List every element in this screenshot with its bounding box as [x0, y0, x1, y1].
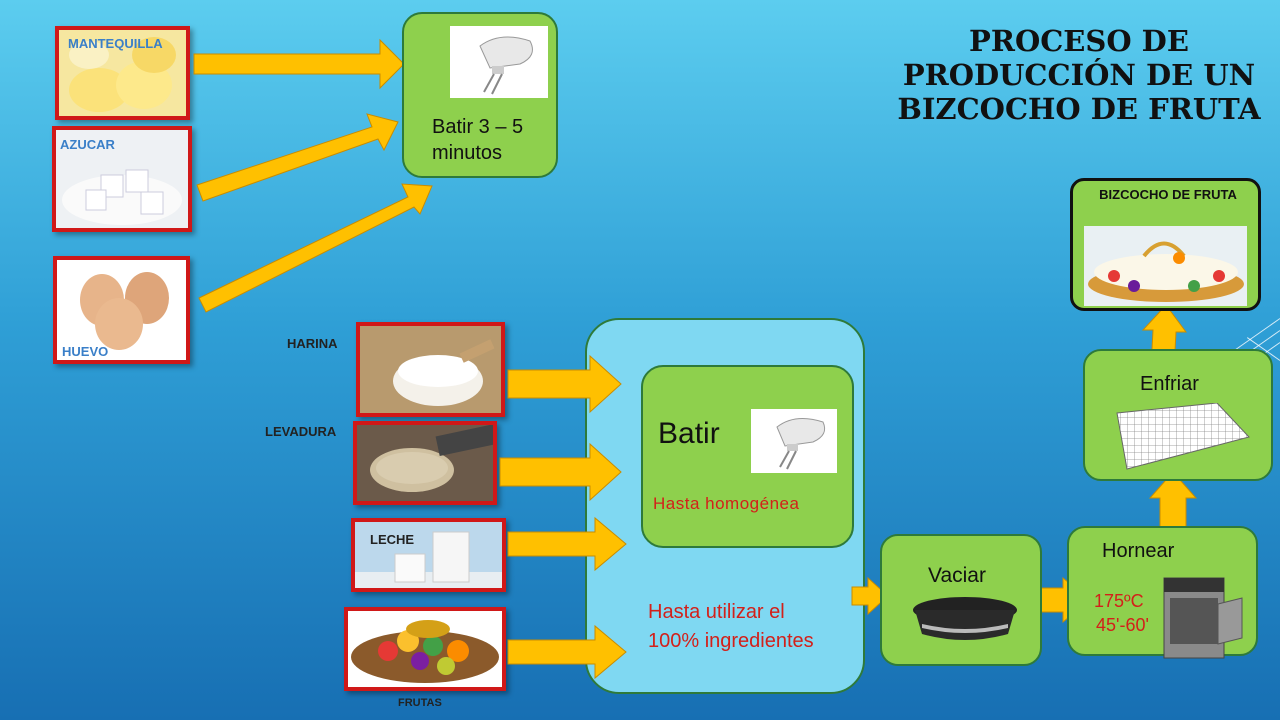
enfriar-box: Enfriar	[1083, 349, 1273, 481]
huevo-image	[53, 256, 190, 364]
cooling-rack-icon	[1116, 403, 1250, 470]
levadura-image	[353, 421, 497, 505]
vaciar-box: Vaciar	[880, 534, 1042, 666]
vaciar-text: Vaciar	[928, 564, 986, 587]
enfriar-text: Enfriar	[1140, 373, 1199, 395]
cake-image	[1084, 226, 1247, 306]
frutas-label: FRUTAS	[398, 697, 442, 709]
batir-first-box: Batir 3 – 5 minutos	[402, 12, 558, 178]
mixer-image	[450, 26, 548, 98]
fruits-icon	[348, 611, 502, 687]
mixer-image-2	[751, 409, 837, 473]
azucar-label: AZUCAR	[60, 137, 115, 152]
leche-label: LECHE	[370, 532, 415, 547]
hornear-time: 45'-60'	[1096, 615, 1149, 635]
milk-icon	[355, 522, 502, 588]
pan-icon	[913, 597, 1017, 640]
batir-second-title: Batir	[658, 417, 720, 450]
mantequilla-label: MANTEQUILLA	[68, 36, 163, 51]
egg-icon	[57, 260, 186, 360]
butter-icon	[59, 30, 186, 116]
sugar-icon	[56, 130, 188, 228]
batir-first-text: Batir 3 – 5 minutos	[432, 116, 524, 164]
mixer-icon	[479, 36, 533, 95]
page-title: PROCESO DE PRODUCCIÓN DE UN BIZCOCHO DE …	[897, 24, 1261, 126]
hornear-text: Hornear	[1102, 540, 1175, 562]
mix-note: Hasta utilizar el 100% ingredientes	[648, 601, 814, 652]
result-box: BIZCOCHO DE FRUTA	[1070, 178, 1261, 311]
result-text: BIZCOCHO DE FRUTA	[1099, 187, 1237, 202]
mixer-icon	[776, 417, 826, 470]
leche-image	[351, 518, 506, 592]
levadura-label: LEVADURA	[265, 424, 337, 439]
harina-image	[356, 322, 505, 417]
batir-second-note: Hasta homogénea	[653, 494, 800, 513]
harina-label: HARINA	[287, 336, 338, 351]
mantequilla-image	[55, 26, 190, 120]
oven-icon	[1163, 577, 1243, 659]
flour-icon	[360, 326, 501, 413]
azucar-image	[52, 126, 192, 232]
frutas-image	[344, 607, 506, 691]
huevo-label: HUEVO	[62, 344, 109, 359]
yeast-icon	[357, 425, 493, 501]
hornear-box: Hornear 175ºC 45'-60'	[1067, 526, 1258, 659]
batir-second-box: Batir Hasta homogénea	[641, 365, 854, 548]
hornear-temp: 175ºC	[1094, 591, 1144, 611]
